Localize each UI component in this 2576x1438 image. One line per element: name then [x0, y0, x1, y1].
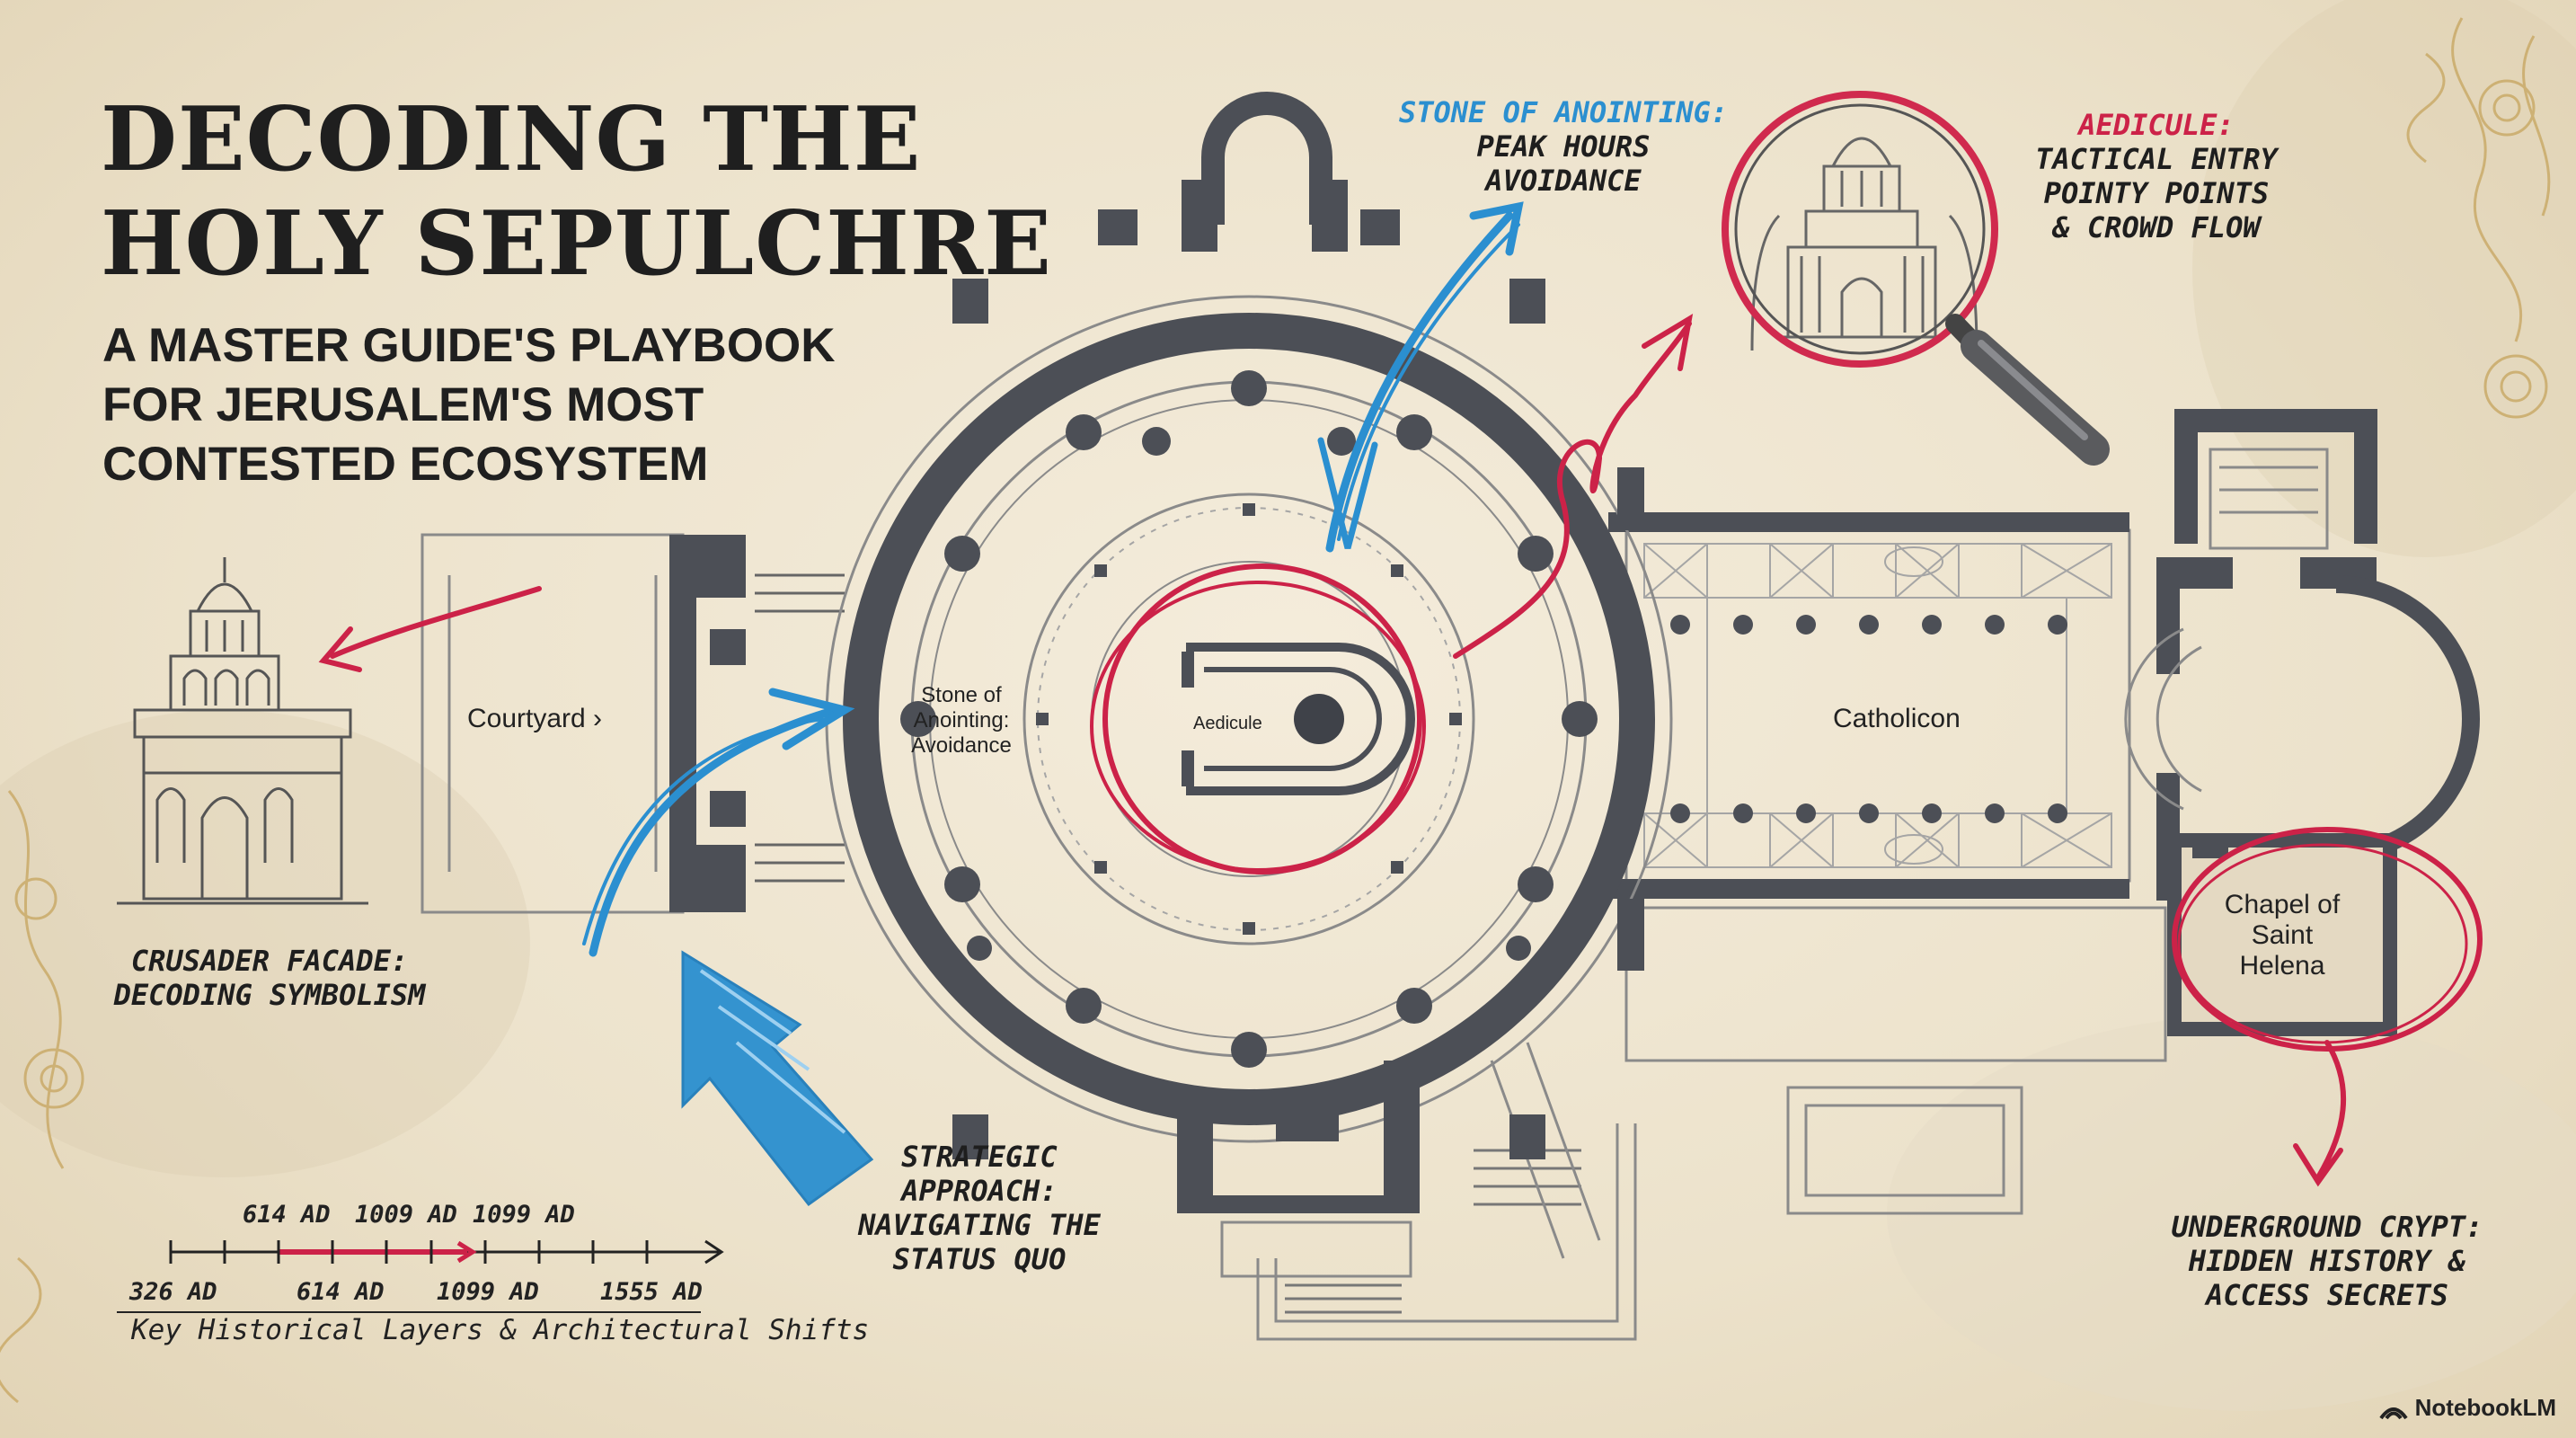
- red-annotations: [318, 314, 2483, 1187]
- north-apse: [1182, 92, 1348, 252]
- blue-hand-arrow: [681, 950, 874, 1207]
- label-stone-of-anointing: Stone of Anointing: Avoidance: [885, 683, 1038, 759]
- callout-crusader-line-2: DECODING SYMBOLISM: [113, 978, 426, 1012]
- title-line-2: HOLY SEPULCHRE: [101, 192, 1052, 296]
- crusader-facade-illustration: [117, 557, 368, 905]
- callout-aedicule-line-2: POINTY POINTS: [2043, 176, 2270, 210]
- east-apse-lines: [2124, 448, 2329, 811]
- callout-crypt-line-1: UNDERGROUND CRYPT:: [2171, 1210, 2483, 1244]
- callout-crusader-facade: CRUSADER FACADE: DECODING SYMBOLISM: [90, 944, 449, 1012]
- callout-crypt-line-2: HIDDEN HISTORY &: [2188, 1244, 2466, 1278]
- timeline-top-label-3: 1099 AD: [473, 1201, 575, 1229]
- callout-crypt-line-3: ACCESS SECRETS: [2206, 1278, 2448, 1312]
- callout-strategic-approach: STRATEGIC APPROACH: NAVIGATING THE STATU…: [827, 1140, 1132, 1276]
- label-helena-line-1: Chapel of: [2224, 890, 2341, 919]
- callout-stone-line-1: PEAK HOURS: [1476, 129, 1651, 164]
- entry-steps: [755, 573, 845, 883]
- callout-strategic-line-4: STATUS QUO: [892, 1242, 1067, 1276]
- callout-stone-head: STONE OF ANOINTING:: [1398, 95, 1729, 129]
- timeline: [117, 1239, 724, 1313]
- callout-aedicule-line-3: & CROWD FLOW: [2052, 210, 2261, 244]
- label-helena-line-2: Saint: [2251, 920, 2314, 950]
- callout-stone-of-anointing: STONE OF ANOINTING: PEAK HOURS AVOIDANCE: [1375, 95, 1752, 198]
- label-aedicule: Aedicule: [1193, 714, 1262, 733]
- brand-notebooklm: NotebookLM: [2414, 1394, 2556, 1421]
- ornament-top-right: [2406, 17, 2551, 419]
- subtitle: A MASTER GUIDE'S PLAYBOOK FOR JERUSALEM'…: [102, 316, 911, 494]
- callout-crusader-line-1: CRUSADER FACADE:: [130, 944, 409, 978]
- label-stone-line-3: Avoidance: [911, 733, 1012, 758]
- notebooklm-logo-icon: [2379, 1407, 2408, 1420]
- subtitle-line-2: FOR JERUSALEM'S MOST: [102, 378, 704, 431]
- ornament-bottom-left: [0, 790, 84, 1404]
- callout-underground-crypt: UNDERGROUND CRYPT: HIDDEN HISTORY & ACCE…: [2129, 1210, 2525, 1312]
- title-line-1: DECODING THE: [101, 88, 922, 191]
- timeline-bottom-label-4: 1555 AD: [600, 1278, 703, 1306]
- blue-annotations: [582, 201, 1524, 957]
- label-chapel-saint-helena: Chapel of Saint Helena: [2192, 890, 2372, 981]
- aedicule-plan: [1182, 643, 1415, 795]
- inner-ring-marks: [1036, 503, 1462, 935]
- callout-aedicule: AEDICULE: TACTICAL ENTRY POINTY POINTS &…: [2004, 108, 2309, 244]
- south-stairs: [1285, 1149, 1581, 1314]
- page-title: DECODING THE HOLY SEPULCHRE: [101, 88, 1052, 297]
- callout-stone-line-2: AVOIDANCE: [1485, 164, 1642, 198]
- subtitle-line-3: CONTESTED ECOSYSTEM: [102, 438, 709, 491]
- timeline-caption: Key Historical Layers & Architectural Sh…: [131, 1314, 870, 1346]
- label-courtyard: Courtyard ›: [467, 704, 603, 733]
- timeline-bottom-label-1: 326 AD: [129, 1278, 217, 1306]
- label-catholicon: Catholicon: [1833, 704, 1961, 733]
- rotunda-piers: [900, 209, 1644, 1159]
- magnifier-icon: [1722, 91, 2110, 466]
- callout-aedicule-line-1: TACTICAL ENTRY: [2035, 142, 2278, 176]
- south-annex: [1256, 906, 2167, 1341]
- timeline-top-label-2: 1009 AD: [355, 1201, 457, 1229]
- callout-strategic-line-3: NAVIGATING THE: [858, 1208, 1101, 1242]
- label-stone-line-2: Anointing:: [913, 708, 1010, 732]
- callout-strategic-line-2: APPROACH:: [901, 1174, 1058, 1208]
- label-courtyard-text: Courtyard: [467, 704, 586, 733]
- subtitle-line-1: A MASTER GUIDE'S PLAYBOOK: [102, 319, 836, 372]
- label-stone-line-1: Stone of: [921, 683, 1002, 707]
- callout-strategic-line-1: STRATEGIC: [901, 1140, 1058, 1174]
- entry-block: [669, 535, 746, 912]
- callout-aedicule-head: AEDICULE:: [2078, 108, 2235, 142]
- timeline-bottom-label-2: 614 AD: [297, 1278, 385, 1306]
- south-walls: [1177, 1061, 1420, 1213]
- timeline-top-label-1: 614 AD: [243, 1201, 331, 1229]
- aedicule-lens-illustration: [1750, 137, 1978, 351]
- timeline-bottom-label-3: 1099 AD: [437, 1278, 539, 1306]
- label-helena-line-3: Helena: [2239, 951, 2325, 981]
